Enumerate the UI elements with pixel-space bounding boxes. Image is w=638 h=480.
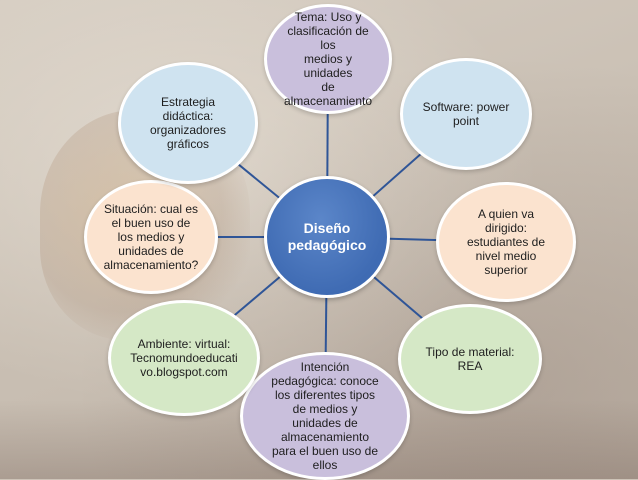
node-software: Software: power point — [400, 58, 532, 170]
center-node-label: Diseño pedagógico — [287, 220, 367, 253]
node-software-label: Software: power point — [422, 100, 510, 128]
node-estrategia-label: Estrategia didáctica: organizadores gráf… — [149, 95, 227, 151]
node-ambiente-label: Ambiente: virtual: Tecnomundoeducati vo.… — [130, 337, 238, 379]
node-quien-label: A quien va dirigido: estudiantes de nive… — [466, 207, 546, 277]
node-tema: Tema: Uso y clasificación de los medios … — [264, 4, 392, 114]
node-intencion-label: Intención pedagógica: conoce los diferen… — [271, 360, 379, 472]
center-node: Diseño pedagógico — [264, 176, 390, 298]
node-situacion: Situación: cual es el buen uso de los me… — [84, 180, 218, 294]
node-situacion-label: Situación: cual es el buen uso de los me… — [103, 202, 199, 272]
node-estrategia: Estrategia didáctica: organizadores gráf… — [118, 62, 258, 184]
node-material-label: Tipo de material: REA — [425, 345, 515, 373]
node-tema-label: Tema: Uso y clasificación de los medios … — [283, 10, 373, 108]
node-quien: A quien va dirigido: estudiantes de nive… — [436, 182, 576, 302]
node-intencion: Intención pedagógica: conoce los diferen… — [240, 352, 410, 480]
node-material: Tipo de material: REA — [398, 304, 542, 414]
node-ambiente: Ambiente: virtual: Tecnomundoeducati vo.… — [108, 300, 260, 416]
